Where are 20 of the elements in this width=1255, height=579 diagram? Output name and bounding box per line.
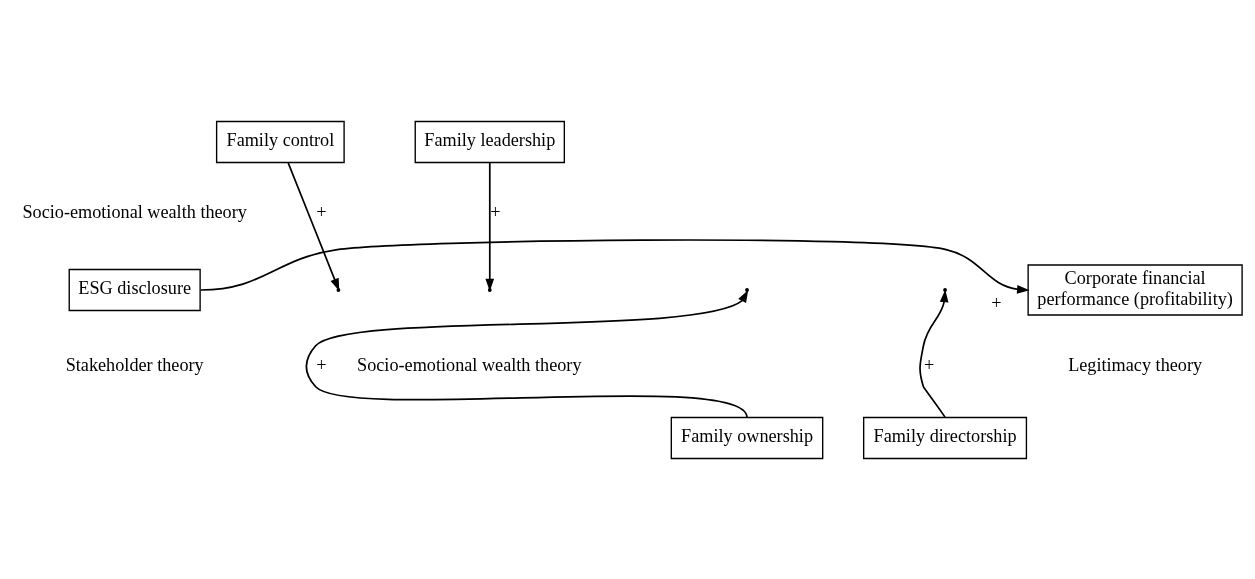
node-box: Family ownership: [670, 416, 824, 459]
arrow: [305, 289, 749, 418]
node-label: Stakeholder theory: [65, 354, 204, 375]
edge-label: +: [923, 354, 935, 375]
node-box: Family directorship: [863, 416, 1028, 459]
arrow: [199, 238, 1030, 294]
edge-label: +: [490, 201, 501, 222]
edge-label: +: [991, 292, 1002, 313]
node-box: Family leadership: [414, 120, 565, 163]
node-box: Family control: [215, 120, 345, 163]
label: Socio-emotional wealth theory: [357, 354, 582, 375]
node-label: Legitimacy theory: [1068, 354, 1203, 375]
edge-label: +: [316, 201, 327, 222]
arrow: [919, 289, 949, 418]
edge-label: +: [316, 354, 327, 375]
node-box: ESG disclosure: [68, 268, 201, 311]
arrow: [485, 161, 495, 291]
arrow: [287, 161, 340, 291]
node-box: Corporate financial performance (profitability): [1027, 263, 1243, 316]
label: Socio-emotional wealth theory: [22, 201, 247, 222]
